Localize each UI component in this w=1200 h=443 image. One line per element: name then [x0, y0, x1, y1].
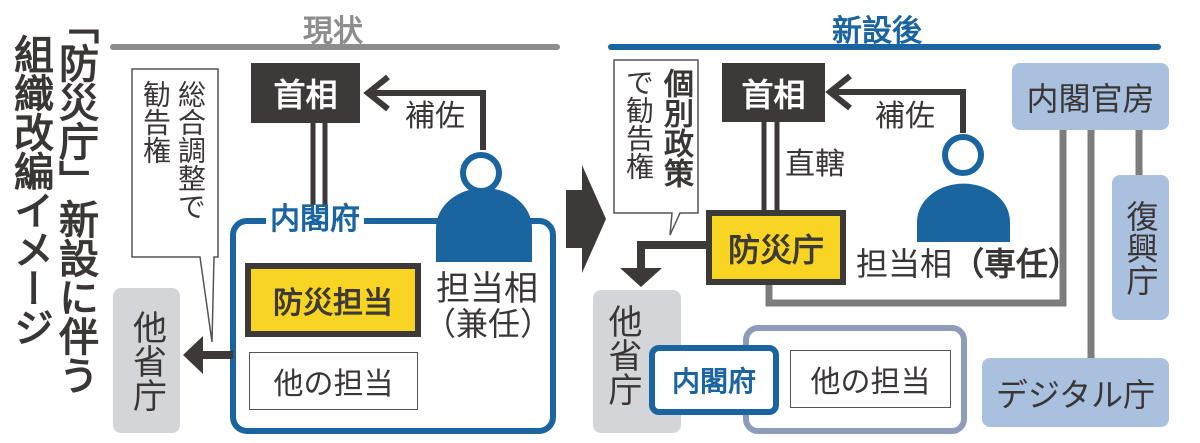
title-line1: 「防災庁」新設に伴う	[52, 4, 98, 394]
after-cabinet-office: 内閣府	[649, 345, 779, 415]
current-disaster-unit: 防災担当	[245, 263, 421, 337]
current-other-unit: 他の担当	[249, 352, 418, 410]
current-pm-box: 首相	[251, 63, 360, 123]
reconstruction-agency: 復興庁	[1112, 175, 1169, 320]
after-bubble-col2: で勧告権	[622, 68, 655, 180]
current-advise-arrow	[183, 336, 203, 374]
current-assist-label: 補佐	[405, 99, 465, 134]
after-assist-label: 補佐	[875, 99, 935, 134]
current-cabinet-office-box	[230, 218, 556, 434]
after-direct-label: 直轄	[785, 147, 845, 182]
current-other-ministries: 他省庁	[113, 288, 180, 433]
after-minister: 担当相（専任）	[856, 245, 1081, 283]
current-bubble-col1: 総合調整で	[174, 80, 207, 220]
transition-arrow-icon	[566, 165, 606, 273]
after-bubble-shape	[613, 59, 699, 236]
current-cabinet-office-label: 内閣府	[266, 205, 364, 235]
after-other-unit: 他の担当	[790, 350, 951, 408]
after-bubble-col1: 個別政策	[658, 68, 693, 188]
current-bubble-col2: 勧告権	[139, 80, 172, 164]
after-pm-box: 首相	[722, 63, 825, 122]
cabinet-secretariat: 内閣官房	[1012, 63, 1169, 130]
after-disaster-agency: 防災庁	[706, 210, 846, 285]
digital-agency: デジタル庁	[982, 358, 1169, 427]
current-assist-arrow	[368, 90, 486, 150]
current-minister-name: 担当相	[436, 269, 538, 309]
title-line2: 組織改編イメージ	[7, 34, 53, 346]
current-header: 現状	[303, 14, 363, 49]
after-assist-arrow	[830, 89, 966, 133]
current-minister-status: （兼任）	[424, 305, 553, 343]
current-bubble-shape	[131, 68, 219, 343]
after-header: 新設後	[832, 14, 922, 49]
after-advise-arrow	[620, 268, 662, 287]
person-icon	[460, 152, 502, 194]
person-icon	[942, 134, 984, 176]
